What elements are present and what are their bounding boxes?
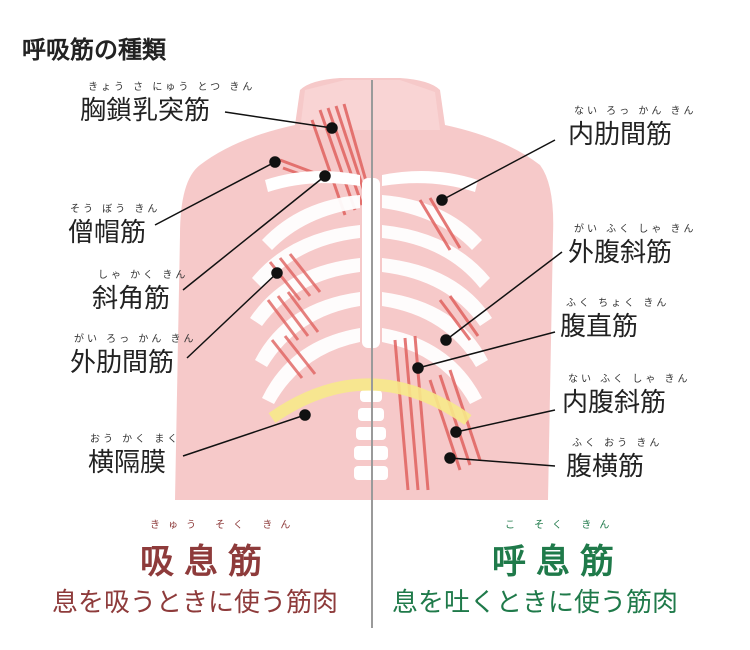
- leader-lines-right: [412, 139, 563, 467]
- furigana-label-left-1: そう ぼう きん: [70, 204, 161, 215]
- ribcage-left: [250, 195, 360, 404]
- clavicle-left: [265, 171, 360, 192]
- exhale-furigana: こ そく きん: [505, 520, 618, 531]
- page-title: 呼吸筋の種類: [22, 36, 166, 64]
- exhale-heading: 呼息筋: [492, 542, 624, 582]
- diaphragm: [268, 378, 472, 425]
- inhale-description: 息を吸うときに使う筋肉: [52, 588, 339, 618]
- label-transversus-abdominis: 腹横筋: [566, 452, 645, 482]
- label-internal-intercostal: 内肋間筋: [568, 120, 673, 150]
- label-internal-oblique: 内腹斜筋: [562, 388, 667, 418]
- label-scalene: 斜角筋: [92, 284, 171, 314]
- label-external-intercostal: 外肋間筋: [70, 348, 175, 378]
- furigana-label-left-4: おう かく まく: [90, 434, 181, 445]
- furigana-label-left-3: がい ろっ かん きん: [74, 334, 197, 345]
- label-sternocleidomastoid: 胸鎖乳突筋: [80, 96, 211, 126]
- leader-lines-left: [154, 111, 338, 457]
- furigana-label-right-3: ない ふく しゃ きん: [568, 374, 691, 385]
- exhale-description: 息を吐くときに使う筋肉: [392, 588, 679, 618]
- neck: [300, 80, 440, 130]
- label-rectus-abdominis: 腹直筋: [560, 312, 639, 342]
- furigana-label-left-2: しゃ かく きん: [98, 270, 189, 281]
- inhale-furigana: きゅう そく きん: [150, 520, 299, 531]
- furigana-label-right-4: ふく おう きん: [572, 438, 663, 449]
- label-external-oblique: 外腹斜筋: [568, 238, 673, 268]
- clavicle-right: [382, 171, 478, 192]
- furigana-label-right-2: ふく ちょく きん: [566, 298, 670, 309]
- furigana-label-right-1: がい ふく しゃ きん: [574, 224, 697, 235]
- furigana-label-left-0: きょう さ にゅう とつ きん: [88, 82, 256, 93]
- label-trapezius: 僧帽筋: [68, 218, 147, 248]
- inhale-heading: 吸息筋: [140, 542, 272, 582]
- label-diaphragm: 横隔膜: [88, 448, 167, 478]
- furigana-label-right-0: ない ろっ かん きん: [574, 106, 697, 117]
